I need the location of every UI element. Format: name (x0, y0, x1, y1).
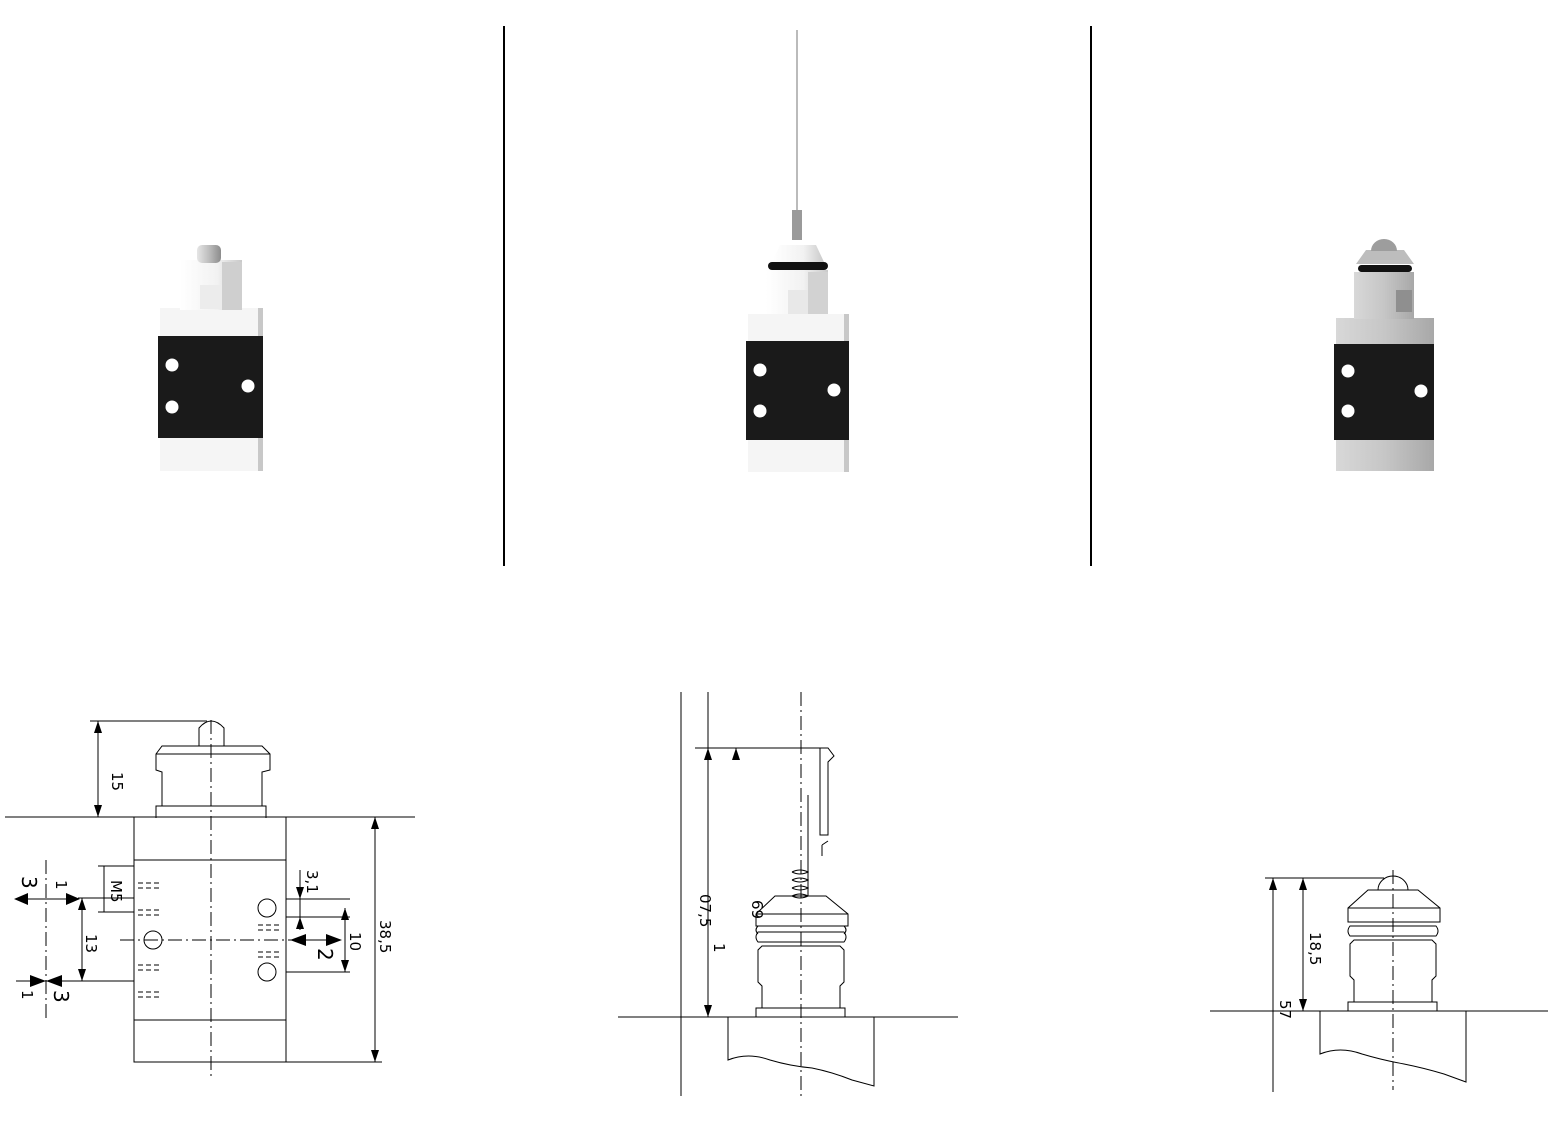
render-ball-valve (1334, 239, 1434, 471)
dim-57-label: 57 (1276, 1000, 1294, 1019)
drawing-whisker-valve: 07,5 1 69 (618, 692, 958, 1098)
dim-38-5-label: 38,5 (376, 920, 394, 953)
port-3-top-label: 3 (17, 876, 41, 889)
port-2-label: 2 (313, 948, 337, 961)
dim-1-bottom-label: 1 (18, 990, 36, 1000)
render-whisker-valve (746, 30, 849, 472)
drawing-plunger-valve: 15 38,5 M5 3,1 10 13 1 1 3 3 2 (5, 720, 415, 1078)
dim-13-label: 13 (82, 934, 100, 953)
port-3-bottom-label: 3 (49, 990, 73, 1003)
dim-69-label: 69 (748, 900, 766, 919)
dim-07-5-label: 07,5 (696, 894, 714, 927)
drawing-ball-valve: 18,5 57 (1210, 870, 1548, 1092)
dim-1-label: 1 (710, 943, 728, 953)
dim-3-1-label: 3,1 (303, 870, 321, 894)
thread-m5-label: M5 (107, 880, 125, 903)
dim-10-label: 10 (346, 932, 364, 951)
dim-1-top-label: 1 (52, 880, 70, 890)
render-plunger-valve (158, 245, 263, 471)
dim-15-label: 15 (108, 772, 126, 791)
dim-18-5-label: 18,5 (1306, 932, 1324, 965)
